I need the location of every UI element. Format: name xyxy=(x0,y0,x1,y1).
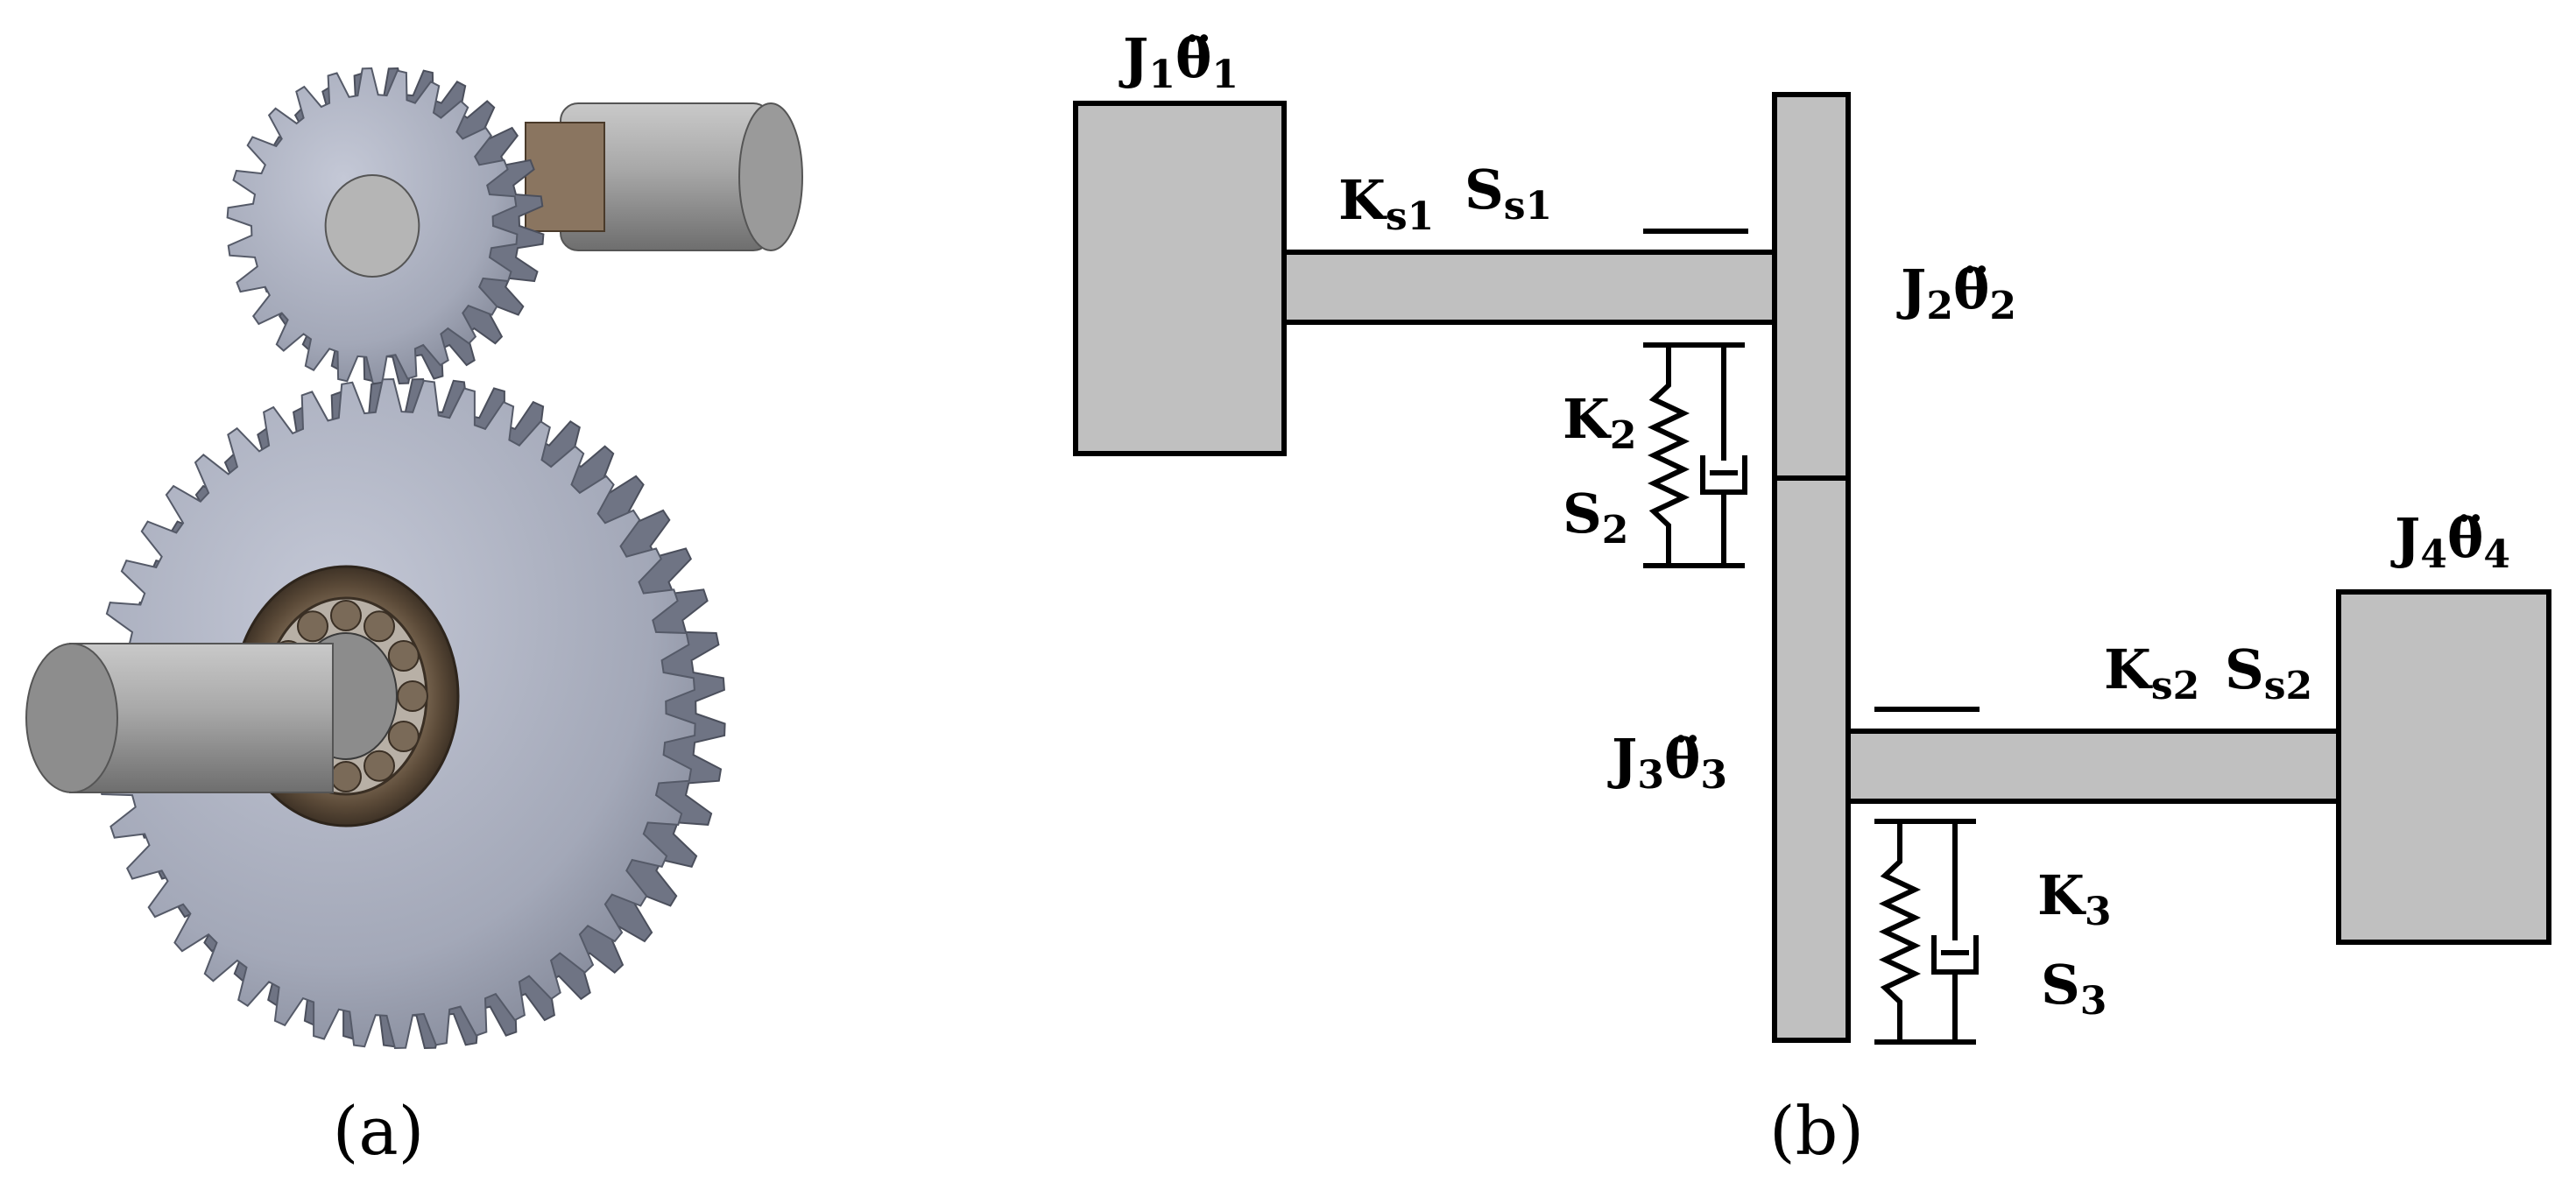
label-j4: J4θ̈4 xyxy=(2390,506,2510,577)
gear-illustration xyxy=(25,67,803,1050)
bearing-roller xyxy=(330,761,362,792)
bearing-roller xyxy=(387,640,420,672)
small-gear-shaft xyxy=(525,102,803,251)
large-gear-shaft xyxy=(25,643,334,793)
gear-bar-j2 xyxy=(1772,92,1851,481)
label-ks1: Ks1 xyxy=(1338,168,1434,239)
label-k2: K2 xyxy=(1563,387,1637,458)
small-gear xyxy=(226,67,545,385)
model-labels: J1θ̈1 Ks1 Ss1 J2θ̈2 K2 S2 J3θ̈3 Ks2 Ss2 … xyxy=(1119,26,2510,1024)
label-j3: J3θ̈3 xyxy=(1607,727,1727,798)
bearing-roller xyxy=(363,750,395,782)
caption-b: (b) xyxy=(1769,1092,1864,1170)
bearing-roller xyxy=(397,680,428,712)
label-ks2: Ks2 xyxy=(2104,637,2199,708)
label-j2: J2θ̈2 xyxy=(1896,257,2016,328)
inertia-block-j4 xyxy=(2336,589,2551,945)
label-j1: J1θ̈1 xyxy=(1119,26,1239,97)
bearing-roller xyxy=(297,610,328,643)
label-k3: K3 xyxy=(2037,863,2112,934)
label-ss2: Ss2 xyxy=(2225,637,2312,708)
label-s3: S3 xyxy=(2041,953,2107,1024)
spring-damper-3 xyxy=(1874,819,1979,1045)
label-s2: S2 xyxy=(1563,482,1628,553)
shaft-1 xyxy=(1281,250,1777,325)
label-ss1: Ss1 xyxy=(1464,158,1552,229)
shaft-2 xyxy=(1846,729,2341,804)
caption-a: (a) xyxy=(333,1092,425,1170)
gear-bar-j3 xyxy=(1772,475,1851,1043)
gear-bore xyxy=(324,174,420,278)
inertia-block-j1 xyxy=(1073,101,1287,456)
bearing-roller xyxy=(363,610,395,643)
bearing-roller xyxy=(330,600,362,631)
bearing-roller xyxy=(387,721,420,752)
spring-damper-2 xyxy=(1643,342,1747,568)
torsional-model xyxy=(1073,92,2551,1045)
